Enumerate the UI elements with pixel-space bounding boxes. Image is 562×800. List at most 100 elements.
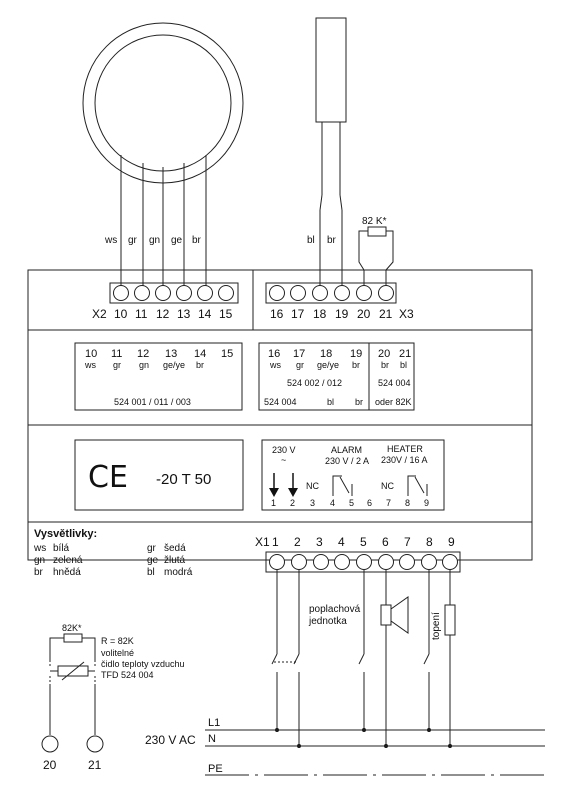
x2-num-14: 14 <box>198 307 212 321</box>
svg-text:gn: gn <box>34 555 45 566</box>
aux-terminal-20 <box>41 735 59 753</box>
ce-mark: CE <box>88 460 128 495</box>
x2-label: X2 <box>92 307 107 321</box>
svg-text:volitelné: volitelné <box>101 648 134 658</box>
heater-box <box>444 604 456 636</box>
svg-text:4: 4 <box>338 535 345 549</box>
svg-text:5: 5 <box>360 535 367 549</box>
ring-sensor-outer <box>82 22 244 184</box>
svg-text:2: 2 <box>290 498 295 508</box>
svg-text:18: 18 <box>320 348 332 360</box>
svg-text:TFD 524 004: TFD 524 004 <box>101 670 154 680</box>
svg-text:230V / 16 A: 230V / 16 A <box>381 455 428 465</box>
svg-text:bílá: bílá <box>53 543 70 554</box>
svg-text:šedá: šedá <box>164 543 186 554</box>
aux-resistor <box>63 633 83 643</box>
svg-text:~: ~ <box>281 455 286 465</box>
svg-text:ws: ws <box>33 543 46 554</box>
svg-text:4: 4 <box>330 498 335 508</box>
ce-box <box>74 439 244 511</box>
svg-text:7: 7 <box>386 498 391 508</box>
x3-num-19: 19 <box>335 307 349 321</box>
svg-text:5: 5 <box>349 498 354 508</box>
wire-label-gn: gn <box>149 235 160 246</box>
svg-text:br: br <box>355 397 363 407</box>
probe-wire-bl: bl <box>307 235 315 246</box>
x1-terminals <box>269 554 458 570</box>
svg-text:3: 3 <box>316 535 323 549</box>
terminal-strip-x2 <box>109 282 239 304</box>
svg-text:br: br <box>34 567 44 578</box>
svg-text:N: N <box>208 733 216 745</box>
svg-text:12: 12 <box>137 348 149 360</box>
resistor-top <box>367 226 387 237</box>
table-x2 <box>74 342 243 411</box>
x3-num-17: 17 <box>291 307 305 321</box>
svg-text:ws: ws <box>269 360 281 370</box>
aux-resistor-label: 82K* <box>62 623 82 633</box>
svg-text:NC: NC <box>306 481 319 491</box>
svg-text:ge: ge <box>147 555 159 566</box>
svg-text:bl: bl <box>147 567 155 578</box>
svg-text:11: 11 <box>111 348 122 360</box>
horn-icon <box>390 596 409 634</box>
ring-sensor-inner <box>94 34 232 172</box>
svg-text:br: br <box>352 360 360 370</box>
svg-text:zelená: zelená <box>53 555 83 566</box>
svg-text:10: 10 <box>85 348 97 360</box>
svg-text:16: 16 <box>268 348 280 360</box>
svg-text:ge/ye: ge/ye <box>317 360 339 370</box>
model-x2: 524 001 / 011 / 003 <box>114 397 191 407</box>
aux-terminal-21 <box>86 735 104 753</box>
svg-text:2: 2 <box>294 535 301 549</box>
x3-num-16: 16 <box>270 307 284 321</box>
svg-text:14: 14 <box>194 348 206 360</box>
svg-text:gr: gr <box>147 543 157 554</box>
x3-num-20: 20 <box>357 307 371 321</box>
svg-text:6: 6 <box>382 535 389 549</box>
relay-box <box>261 439 445 511</box>
svg-text:230 V / 2 A: 230 V / 2 A <box>325 456 369 466</box>
model-x3-right: 524 004 <box>378 378 411 388</box>
svg-text:modrá: modrá <box>164 567 193 578</box>
x3-num-18: 18 <box>313 307 327 321</box>
svg-text:gn: gn <box>139 360 149 370</box>
x2-num-13: 13 <box>177 307 191 321</box>
svg-text:20: 20 <box>43 758 57 772</box>
probe-sensor <box>315 17 347 123</box>
svg-text:9: 9 <box>448 535 455 549</box>
svg-text:NC: NC <box>381 481 394 491</box>
x3-label: X3 <box>399 307 414 321</box>
svg-text:ws: ws <box>84 360 96 370</box>
x2-num-15: 15 <box>219 307 233 321</box>
x2-num-11: 11 <box>135 307 148 321</box>
svg-text:L1: L1 <box>208 717 220 729</box>
svg-text:ge/ye: ge/ye <box>163 360 185 370</box>
model-x3-mid: 524 002 / 012 <box>287 378 342 388</box>
svg-text:hnědá: hnědá <box>53 567 81 578</box>
svg-text:R = 82K: R = 82K <box>101 636 134 646</box>
svg-text:8: 8 <box>426 535 433 549</box>
svg-text:bl: bl <box>327 397 334 407</box>
svg-text:1: 1 <box>272 535 279 549</box>
svg-text:13: 13 <box>165 348 177 360</box>
svg-text:br: br <box>381 360 389 370</box>
table-x3-b <box>368 342 415 411</box>
wire-label-ge: ge <box>171 235 183 246</box>
heater-label: topení <box>431 612 442 640</box>
svg-text:gr: gr <box>113 360 121 370</box>
x2-terminals <box>113 285 234 301</box>
svg-text:br: br <box>196 360 204 370</box>
svg-text:21: 21 <box>88 758 102 772</box>
x2-num-10: 10 <box>114 307 128 321</box>
wire-label-br: br <box>192 235 202 246</box>
supply-label: 230 V AC <box>145 733 196 747</box>
probe-wire-br: br <box>327 235 337 246</box>
temperature-range: -20 T 50 <box>156 471 211 488</box>
svg-text:oder 82K: oder 82K <box>375 397 412 407</box>
terminal-strip-x3 <box>265 282 397 304</box>
svg-text:1: 1 <box>271 498 276 508</box>
svg-text:15: 15 <box>221 348 233 360</box>
